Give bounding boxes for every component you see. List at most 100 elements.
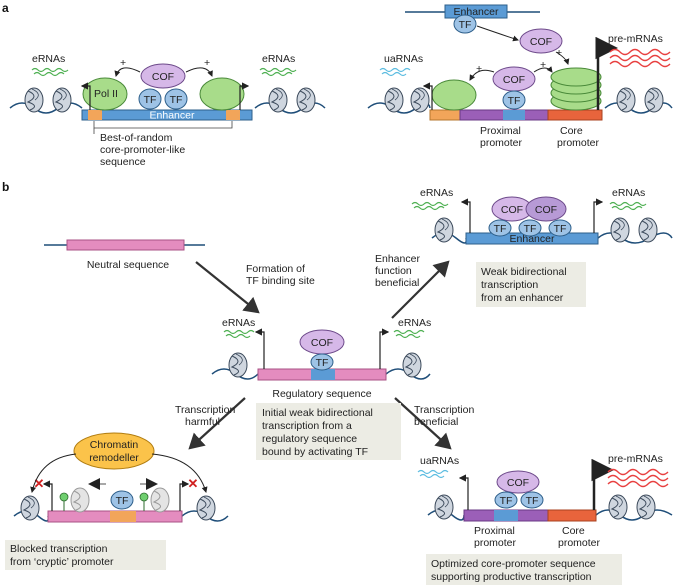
chromatin-remodeller-line-1: Chromatin (90, 439, 139, 451)
tf-enh-1 (488, 219, 512, 237)
cof-label: COF (311, 337, 333, 349)
caption-blocked-line-1: Blocked transcription (10, 543, 108, 555)
proximal-promoter-line-1: Proximal (474, 525, 515, 537)
formation-line-2: TF binding site (246, 275, 315, 287)
tf-label: TF (508, 95, 521, 107)
caption-optimized-line-2: supporting productive transcription (431, 571, 592, 583)
arrow-enhancer (391, 260, 450, 319)
plus-sign: + (204, 57, 210, 69)
tf-blocked (110, 490, 134, 510)
pol-ii-right (199, 77, 245, 111)
tf-a-left-2 (164, 88, 188, 110)
tf-label: TF (524, 223, 537, 235)
blocked-x-icon: ✕ (188, 476, 199, 491)
plus-sign: + (120, 57, 126, 69)
caption-initial-line-1: Initial weak bidirectional (262, 407, 373, 419)
cof-opt (496, 470, 540, 494)
tf-label: TF (116, 495, 129, 507)
formation-line-1: Formation of (246, 263, 305, 275)
tf-a-right (502, 90, 526, 110)
pol-ii-label: Pol II (94, 88, 118, 100)
uarna-label: uaRNAs (420, 455, 459, 467)
caption-initial: Initial weak bidirectional transcription… (256, 403, 401, 460)
caption-blocked-line-2: from ‘cryptic’ promoter (10, 556, 114, 568)
neutral-sequence: Neutral sequence (44, 239, 205, 271)
tf-label: TF (494, 223, 507, 235)
pol-ii-ua (431, 79, 477, 111)
regulatory-sequence: COF TF eRNAs eRNAs Regulatory sequence (211, 317, 431, 400)
harmful-line-2: harmful (185, 416, 220, 428)
regulatory-sequence-label: Regulatory sequence (272, 388, 371, 400)
enhancer-function-line-1: Enhancer (375, 253, 420, 265)
harmful-line-1: Transcription (175, 404, 235, 416)
cof-enh-2 (525, 196, 567, 222)
erna-label: eRNAs (32, 53, 65, 65)
pre-mrna-label: pre-mRNAs (608, 33, 663, 45)
erna-label: eRNAs (612, 187, 645, 199)
best-random-line-1: Best-of-random (100, 132, 173, 144)
tf-label: TF (526, 495, 539, 507)
tf-opt-1 (494, 491, 518, 509)
chromatin-remodeller (73, 432, 155, 470)
pre-mrna-label: pre-mRNAs (608, 453, 663, 465)
tf-enh-3 (548, 219, 572, 237)
cof-label: COF (503, 74, 525, 86)
cof-a-left (140, 63, 186, 89)
cof-distal (519, 28, 563, 54)
tf-label: TF (144, 94, 157, 106)
cof-label: COF (530, 36, 552, 48)
core-promoter-line-2: promoter (557, 137, 600, 149)
cof-label: COF (507, 477, 529, 489)
core-promoter-line-1: Core (560, 125, 583, 137)
erna-label: eRNAs (222, 317, 255, 329)
plus-sign: + (540, 59, 546, 71)
arrow-harmful (188, 397, 246, 450)
best-random-line-3: sequence (100, 156, 146, 168)
neutral-sequence-label: Neutral sequence (87, 259, 169, 271)
pol-ii-left (82, 77, 128, 111)
enhancer-label-a: Enhancer (150, 110, 195, 122)
cof-label: COF (152, 71, 174, 83)
core-promoter-line-2: promoter (558, 537, 601, 549)
panel-a-right: Enhancer TF COF + COF TF (367, 4, 673, 149)
beneficial-line-2: beneficial (414, 416, 458, 428)
tf-enh-2 (518, 219, 542, 237)
uarna-label: uaRNAs (384, 53, 423, 65)
blocked-result: TF ✕ ✕ Chromatin remodeller Blocked tran… (5, 432, 229, 570)
plus-sign: + (556, 47, 562, 59)
caption-initial-line-2: transcription from a (262, 420, 352, 432)
proximal-promoter-line-2: promoter (480, 137, 523, 149)
plus-sign: + (476, 63, 482, 75)
caption-initial-line-4: bound by activating TF (262, 446, 368, 458)
enhancer-function-line-3: beneficial (375, 277, 419, 289)
erna-label: eRNAs (398, 317, 431, 329)
tf-regulatory (310, 353, 334, 371)
enhancer-result: Enhancer COF COF TF TF TF eRNAs eRNAs We… (411, 187, 673, 307)
proximal-promoter-line-2: promoter (474, 537, 517, 549)
erna-label: eRNAs (262, 53, 295, 65)
chromatin-remodeller-line-2: remodeller (89, 452, 139, 464)
optimized-result: COF TF TF uaRNAs pre-mRNAs Proximal prom… (417, 453, 673, 585)
panel-a-left: Enhancer Pol II COF TF TF + + eRNAs eRNA… (9, 53, 326, 168)
caption-weak-line-3: from an enhancer (481, 292, 564, 304)
tf-a-left-1 (138, 88, 162, 110)
erna-label: eRNAs (420, 187, 453, 199)
caption-optimized-line-1: Optimized core-promoter sequence (431, 558, 596, 570)
cof-label: COF (501, 204, 523, 216)
tf-opt-2 (520, 491, 544, 509)
tf-distal (453, 14, 477, 34)
caption-weak-line-2: transcription (481, 279, 538, 291)
arrow-formation (195, 261, 260, 314)
tf-label: TF (500, 495, 513, 507)
blocked-x-icon: ✕ (34, 476, 45, 491)
pol-ii-stack (550, 67, 602, 111)
caption-initial-line-3: regulatory sequence (262, 433, 357, 445)
proximal-promoter-line-1: Proximal (480, 125, 521, 137)
cof-label: COF (535, 204, 557, 216)
tf-label: TF (316, 357, 329, 369)
enhancer-label-b: Enhancer (510, 233, 555, 245)
core-promoter-line-1: Core (562, 525, 585, 537)
best-random-line-2: core-promoter-like (100, 144, 185, 156)
panel-label-a: a (2, 1, 9, 15)
